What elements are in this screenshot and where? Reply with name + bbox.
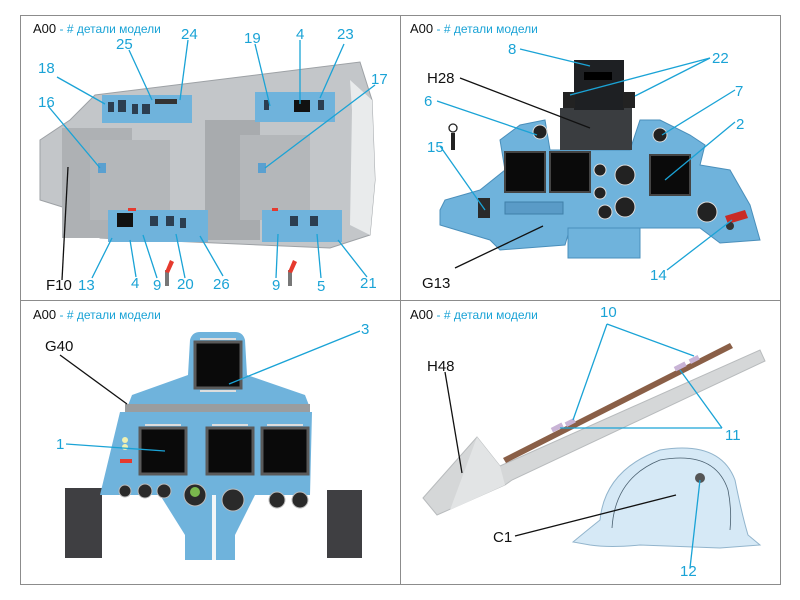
sheet-code: A00 [410,307,434,322]
panel-header: A00 - # детали модели [410,21,538,36]
part-label: 23 [337,26,354,43]
gauges [118,483,309,512]
part-label: 17 [371,71,388,88]
panel-header: A00 - # детали модели [33,21,161,36]
side-block-right [327,490,362,558]
part-label: 4 [131,275,140,292]
part-label: 2 [736,116,745,133]
console-rear-right [262,210,342,242]
part-label: C1 [493,529,513,546]
part-label: H48 [427,358,455,375]
ejection-handle-icon [165,260,174,286]
ejection-handle-icon [288,260,297,286]
header-description: # детали модели [443,22,538,36]
part-label: 25 [116,36,133,53]
sheet-code: A00 [33,21,57,36]
part-label: 1 [56,436,65,453]
part-label: 21 [360,275,377,292]
header-description: # детали модели [443,308,538,322]
part-label: 24 [181,26,198,43]
part-label: 14 [650,267,667,284]
part-label: 8 [508,41,517,58]
part-label: 9 [153,277,162,294]
hud-glass [574,60,624,110]
header-separator: - [56,22,67,36]
mfd-displays [504,151,691,196]
part-label: 4 [296,26,305,43]
part-label: 16 [38,94,55,111]
part-label: 20 [177,276,194,293]
side-block-left [65,488,102,558]
part-label: 5 [317,278,326,295]
key-ring-icon [448,123,458,133]
header-separator: - [433,22,444,36]
sheet-code: A00 [410,21,434,36]
mfd-displays [138,340,310,476]
header-description: # детали модели [66,308,161,322]
part-label: 6 [424,93,433,110]
part-label: 18 [38,60,55,77]
panel-header: A00 - # детали модели [410,307,538,322]
part-label: 15 [427,139,444,156]
part-label: G13 [422,275,451,292]
part-label: 10 [600,304,617,321]
header-separator: - [433,308,444,322]
panel-header: A00 - # детали модели [33,307,161,322]
header-description: # детали модели [66,22,161,36]
part-label: H28 [427,70,455,87]
sheet-code: A00 [33,307,57,322]
part-label: 19 [244,30,261,47]
hud-body [560,108,632,150]
part-label: 13 [78,277,95,294]
horizontal-divider [20,300,781,301]
part-label: 12 [680,563,697,580]
gauges [532,124,718,223]
part-label: F10 [46,277,72,294]
part-label: 7 [735,83,744,100]
part-label: 22 [712,50,729,67]
part-label: 3 [361,321,370,338]
part-label: G40 [45,338,74,355]
key-icon [451,133,455,150]
part-label: 26 [213,276,230,293]
header-separator: - [56,308,67,322]
part-label: 11 [725,427,741,444]
canopy-mirror [695,473,705,483]
part-label: 9 [272,277,281,294]
